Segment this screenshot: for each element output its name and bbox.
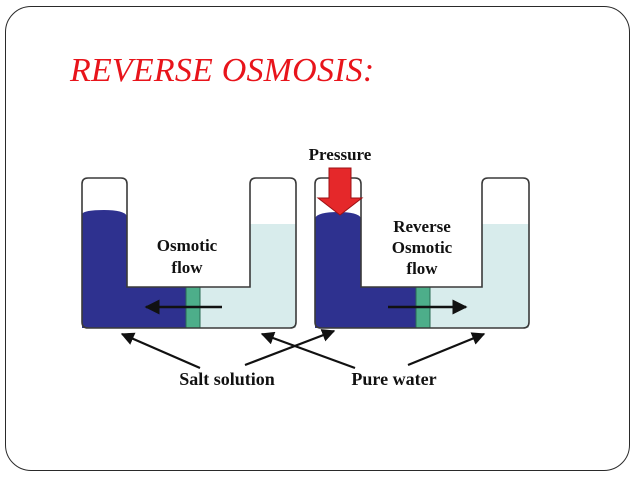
u-tube-left: [81, 177, 297, 329]
tube-outline-left: [81, 177, 297, 329]
salt-solution-label: Salt solution: [179, 369, 275, 389]
osmotic-flow-label-line1: Osmotic: [157, 236, 218, 255]
salt-solution-right: [315, 212, 416, 328]
tube-outline-right: [314, 177, 530, 329]
reverse-flow-label-line1: Reverse: [393, 217, 451, 236]
pure-water-label: Pure water: [351, 369, 436, 389]
reverse-flow-label-line2: Osmotic: [392, 238, 453, 257]
salt-solution-left: [82, 210, 186, 328]
slide-title: REVERSE OSMOSIS:: [70, 52, 375, 89]
salt-pointer-right: [244, 329, 336, 367]
pressure-label: Pressure: [309, 145, 372, 164]
osmotic-flow-label-line2: flow: [171, 258, 203, 277]
water-pointer-left: [260, 331, 356, 370]
reverse-flow-label-line3: flow: [406, 259, 438, 278]
water-pointer-right: [407, 332, 486, 367]
salt-pointer-left: [120, 332, 201, 370]
pressure-arrow: [316, 167, 364, 216]
pure-water-left: [200, 224, 296, 328]
